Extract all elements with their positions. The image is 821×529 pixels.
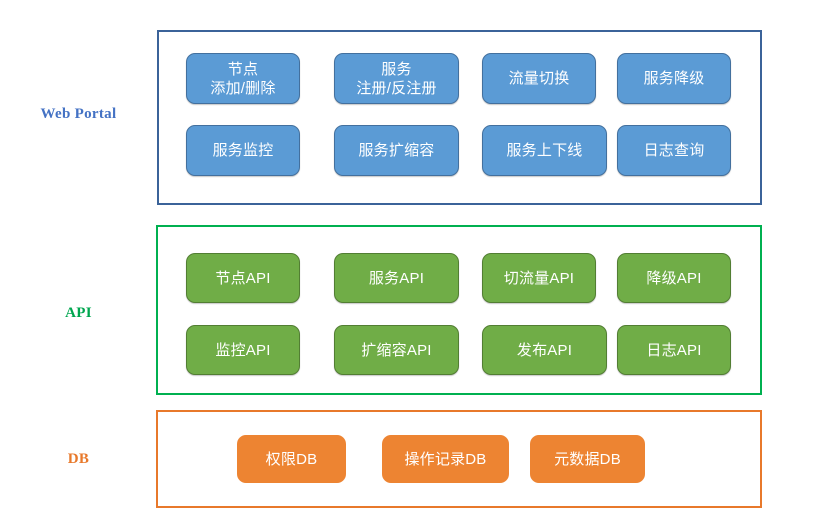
chip-publish-api[interactable]: 发布API bbox=[482, 325, 607, 375]
tier-label-db: DB bbox=[67, 451, 90, 467]
chip-degrade-api[interactable]: 降级API bbox=[617, 253, 731, 303]
chip-label: 服务降级 bbox=[643, 70, 705, 87]
chip-monitor-api[interactable]: 监控API bbox=[186, 325, 300, 375]
chip-permission-db[interactable]: 权限DB bbox=[237, 435, 346, 483]
chip-label: 服务API bbox=[368, 269, 425, 287]
chip-label: 降级API bbox=[646, 269, 702, 287]
chip-label: 扩缩容API bbox=[361, 341, 432, 359]
chip-service-monitor[interactable]: 服务监控 bbox=[186, 125, 300, 176]
chip-node-api[interactable]: 节点API bbox=[186, 253, 300, 303]
chip-service-degrade[interactable]: 服务降级 bbox=[617, 53, 731, 104]
chip-service-scaling[interactable]: 服务扩缩容 bbox=[334, 125, 459, 176]
chip-label: 权限DB bbox=[265, 450, 318, 468]
chip-log-query[interactable]: 日志查询 bbox=[617, 125, 731, 176]
chip-label: 元数据DB bbox=[554, 450, 621, 468]
chip-label: 日志查询 bbox=[643, 142, 705, 159]
chip-metadata-db[interactable]: 元数据DB bbox=[530, 435, 645, 483]
chip-label: 服务 注册/反注册 bbox=[356, 60, 437, 97]
chip-scaling-api[interactable]: 扩缩容API bbox=[334, 325, 459, 375]
chip-node-add-delete[interactable]: 节点 添加/删除 bbox=[186, 53, 300, 104]
tier-label-web-portal: Web Portal bbox=[40, 106, 117, 122]
chip-label: 日志API bbox=[646, 341, 702, 359]
chip-label: 监控API bbox=[215, 341, 271, 359]
chip-label: 操作记录DB bbox=[404, 450, 487, 468]
chip-label: 服务扩缩容 bbox=[358, 142, 435, 159]
chip-service-api[interactable]: 服务API bbox=[334, 253, 459, 303]
chip-traffic-switch[interactable]: 流量切换 bbox=[482, 53, 596, 104]
tier-label-api: API bbox=[65, 305, 92, 321]
chip-operation-record-db[interactable]: 操作记录DB bbox=[382, 435, 509, 483]
chip-service-online-offline[interactable]: 服务上下线 bbox=[482, 125, 607, 176]
chip-label: 服务上下线 bbox=[506, 142, 583, 159]
chip-label: 节点 添加/删除 bbox=[210, 60, 276, 97]
chip-label: 切流量API bbox=[503, 269, 575, 287]
chip-service-register-unregister[interactable]: 服务 注册/反注册 bbox=[334, 53, 459, 104]
chip-label: 发布API bbox=[516, 341, 573, 359]
chip-log-api[interactable]: 日志API bbox=[617, 325, 731, 375]
chip-label: 服务监控 bbox=[212, 142, 274, 159]
chip-traffic-switch-api[interactable]: 切流量API bbox=[482, 253, 596, 303]
chip-label: 流量切换 bbox=[508, 70, 570, 87]
chip-label: 节点API bbox=[215, 269, 271, 287]
